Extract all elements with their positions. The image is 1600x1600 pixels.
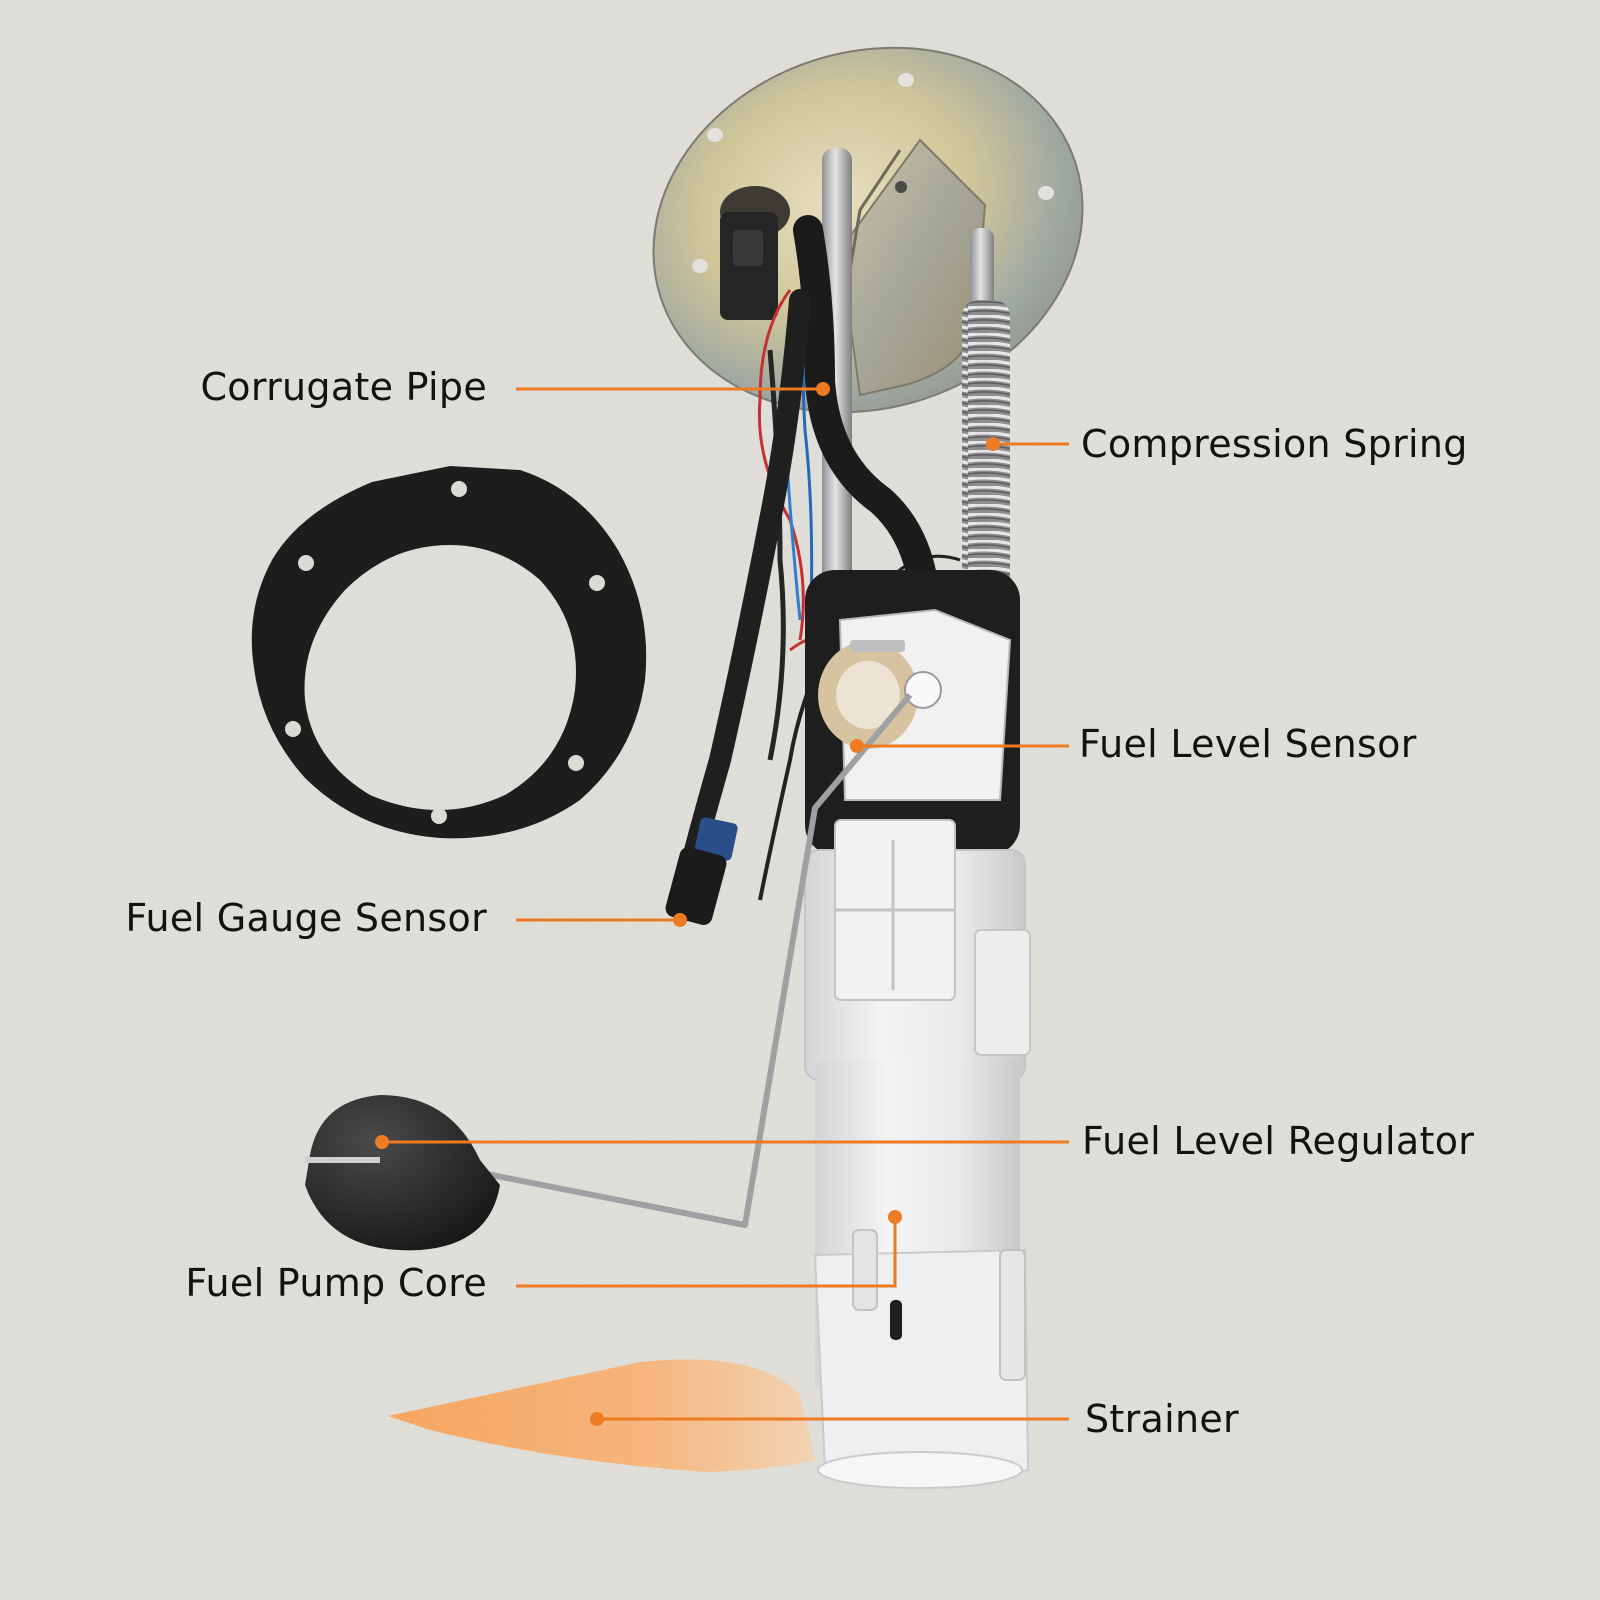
label-fuel-pump-core: Fuel Pump Core — [185, 1261, 487, 1305]
gasket-ring — [251, 466, 647, 839]
compression-spring — [962, 300, 1010, 640]
dot-compression-spring — [986, 437, 1000, 451]
float-arm — [379, 693, 913, 1228]
plate-connector — [720, 186, 790, 320]
label-fuel-gauge-sensor: Fuel Gauge Sensor — [125, 896, 487, 940]
callout-dots — [375, 382, 1000, 1426]
dot-fuel-level-sensor — [850, 739, 864, 753]
callout-lines — [382, 387, 1069, 1421]
corrugate-pipe-left — [679, 289, 811, 881]
label-compression-spring: Compression Spring — [1081, 422, 1468, 466]
dot-fuel-gauge-sensor — [673, 913, 687, 927]
label-corrugate-pipe: Corrugate Pipe — [200, 365, 487, 409]
dot-fuel-pump-core — [888, 1210, 902, 1224]
leader-fuel-pump-core — [516, 1217, 897, 1288]
label-strainer: Strainer — [1085, 1397, 1239, 1441]
fuel-level-sensor — [818, 608, 1012, 801]
label-fuel-level-sensor: Fuel Level Sensor — [1079, 722, 1417, 766]
float — [305, 1095, 500, 1251]
dot-strainer — [590, 1412, 604, 1426]
dot-fuel-level-regulator — [375, 1135, 389, 1149]
outlet-tube — [822, 148, 852, 618]
dot-corrugate-pipe — [816, 382, 830, 396]
pump-body — [804, 819, 1031, 1489]
corrugate-pipe — [793, 215, 940, 615]
fuel-gauge-connector — [665, 817, 738, 925]
label-fuel-level-regulator: Fuel Level Regulator — [1082, 1119, 1475, 1163]
